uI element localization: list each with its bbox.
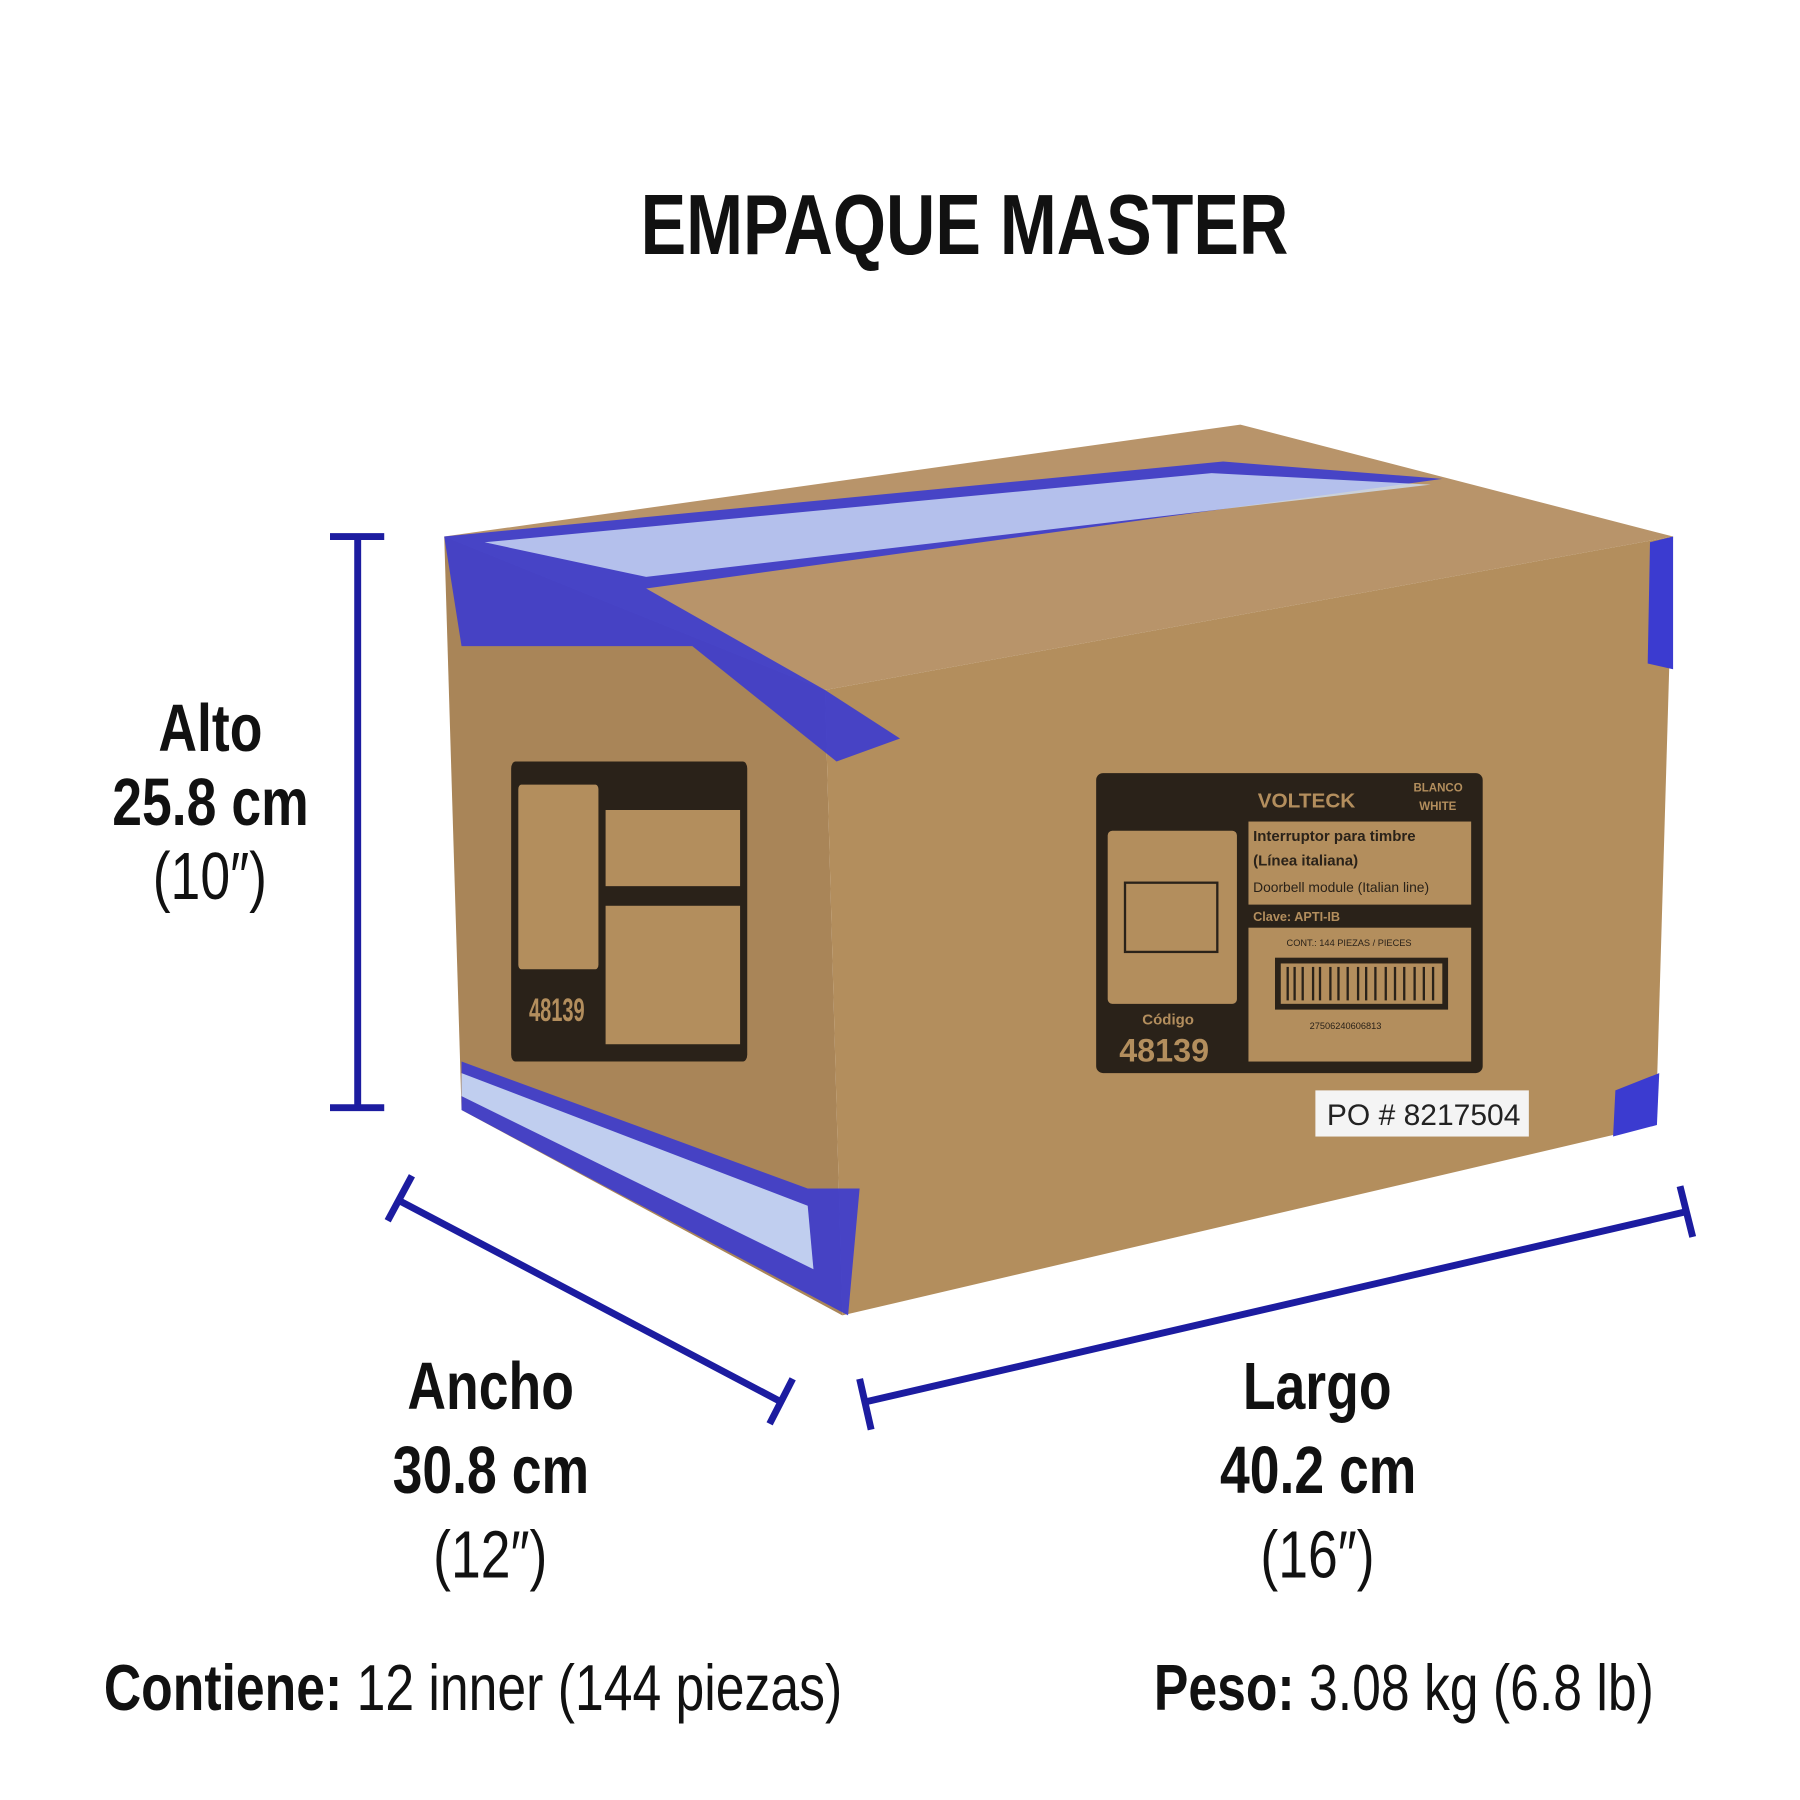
box-label-left: 48139 bbox=[511, 761, 748, 1062]
alto-label: Alto bbox=[157, 691, 263, 767]
tape-bottom-right bbox=[1613, 1073, 1660, 1137]
label-left-codigo: 48139 bbox=[529, 992, 585, 1028]
ancho-dimension: Ancho 30.8 cm (12″) bbox=[260, 1344, 722, 1597]
ancho-label: Ancho bbox=[407, 1348, 574, 1424]
largo-metric: 40.2 cm bbox=[1219, 1433, 1416, 1509]
ancho-dimension-line bbox=[384, 1174, 796, 1426]
label-name-en: Doorbell module (Italian line) bbox=[1253, 879, 1429, 895]
barcode-number: 27506240606813 bbox=[1310, 1021, 1382, 1031]
weight-info: Peso: 3.08 kg (6.8 lb) bbox=[1154, 1650, 1654, 1725]
label-codigo: 48139 bbox=[1119, 1033, 1209, 1069]
contents-label: Contiene: bbox=[103, 1651, 343, 1724]
label-color-es: BLANCO bbox=[1413, 783, 1462, 795]
tape-top-stripe bbox=[484, 473, 1431, 577]
po-sticker: PO # 8217504 bbox=[1315, 1090, 1529, 1137]
alto-imperial: (10″) bbox=[152, 838, 268, 914]
label-color-en: WHITE bbox=[1419, 801, 1456, 813]
contents-value: 12 inner (144 piezas) bbox=[356, 1651, 843, 1724]
largo-dimension: Largo 40.2 cm (16″) bbox=[1087, 1344, 1549, 1597]
box-label-right: VOLTECK BLANCO WHITE Interruptor para ti… bbox=[1096, 773, 1483, 1074]
po-number: PO # 8217504 bbox=[1327, 1099, 1521, 1132]
contents-info: Contiene: 12 inner (144 piezas) bbox=[104, 1650, 842, 1725]
label-clave: Clave: APTI-IB bbox=[1253, 910, 1340, 924]
switch-drawing-icon bbox=[1123, 881, 1219, 954]
weight-value: 3.08 kg (6.8 lb) bbox=[1308, 1651, 1654, 1724]
barcode bbox=[1286, 966, 1435, 1001]
largo-imperial: (16″) bbox=[1260, 1517, 1375, 1593]
page-title: EMPAQUE MASTER bbox=[640, 176, 1289, 273]
ancho-imperial: (12″) bbox=[433, 1517, 548, 1593]
dimension-lines bbox=[330, 533, 1697, 1431]
label-cont: CONT.: 144 PIEZAS / PIECES bbox=[1287, 938, 1412, 948]
largo-label: Largo bbox=[1243, 1348, 1393, 1424]
alto-dimension: Alto 25.8 cm (10″) bbox=[0, 692, 441, 914]
weight-label: Peso: bbox=[1153, 1651, 1295, 1724]
tape-bottom-stripe bbox=[461, 1073, 814, 1270]
ancho-metric: 30.8 cm bbox=[392, 1433, 589, 1509]
label-name-es: Interruptor para timbre bbox=[1253, 828, 1416, 845]
label-name-es-2: (Línea italiana) bbox=[1253, 852, 1358, 869]
brand-logo: VOLTECK bbox=[1258, 790, 1356, 813]
alto-metric: 25.8 cm bbox=[111, 765, 309, 841]
label-codigo-label: Código bbox=[1142, 1012, 1194, 1029]
tape-right bbox=[1647, 536, 1674, 670]
alto-dimension-line bbox=[330, 533, 385, 1112]
largo-dimension-line bbox=[856, 1185, 1697, 1431]
